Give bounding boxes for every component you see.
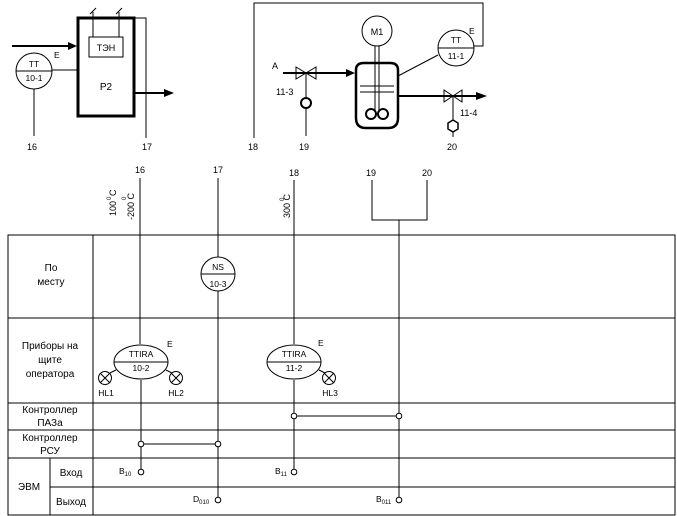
terminal-b011 (395, 496, 403, 504)
top-num-16: 16 (27, 142, 37, 152)
reactor-vessel (354, 61, 400, 130)
top-num-18: 18 (248, 142, 258, 152)
range-18: 300 C (282, 193, 292, 218)
range-18-deg: 0 (280, 197, 286, 201)
lamp-hl3-label: HL3 (322, 388, 338, 398)
terminal-b10 (137, 468, 145, 476)
heater-label: ТЭН (97, 43, 115, 53)
reactor-section: A 11-3 M1 11-4 TT 11-1 E (253, 2, 487, 138)
signal-b011: B011 (376, 494, 392, 506)
range-16-low: 100 (108, 201, 118, 216)
signal-b11: B11 (275, 466, 288, 478)
mid-num-20: 20 (422, 168, 432, 178)
ns-tag: NS (212, 262, 224, 272)
ttira-11-2: TTIRA 11-2 E (266, 338, 326, 380)
svg-text:C: C (108, 189, 118, 196)
tt-10-1-num: 10-1 (25, 73, 42, 83)
heater-section: Р2 ТЭН TT 10-1 E (12, 7, 174, 138)
valve-11-3 (295, 66, 307, 80)
vessel-p2 (76, 16, 136, 118)
ttira-1-tag: TTIRA (129, 349, 154, 359)
ttira-1-mark: E (167, 339, 173, 349)
valve-11-3-label: 11-3 (276, 87, 293, 97)
top-num-20: 20 (447, 142, 457, 152)
top-num-19: 19 (299, 142, 309, 152)
ttira-2-tag: TTIRA (282, 349, 307, 359)
junction-paz-294 (290, 412, 298, 420)
range-16-high: -200 C (126, 192, 136, 220)
mid-num-18: 18 (289, 168, 299, 178)
tt-11-1-num: 11-1 (448, 51, 465, 61)
tt-11-1-mark: E (469, 26, 475, 36)
ns-10-3: NS 10-3 (200, 256, 236, 292)
tt-10-1-tag: TT (29, 59, 39, 69)
vessel-p2-label: Р2 (100, 82, 113, 93)
mid-line-numbers: 16 17 18 19 20 (135, 165, 432, 178)
motor-label: M1 (371, 27, 384, 37)
ttira-2-mark: E (318, 338, 324, 348)
mid-num-17: 17 (213, 165, 223, 175)
row-label-in: Вход (60, 468, 83, 479)
ttira-1-num: 10-2 (132, 363, 149, 373)
heater-element (88, 36, 124, 58)
lamp-hl2: HL2 (168, 371, 184, 398)
junction-paz-399 (395, 412, 403, 420)
row-label-out: Выход (56, 497, 86, 508)
lamp-hl1: HL1 (98, 371, 114, 398)
lamp-hl2-label: HL2 (168, 388, 184, 398)
valve-11-4-label: 11-4 (460, 108, 477, 118)
range-16-high-deg: 0 (122, 196, 128, 200)
bracket-19-20 (371, 180, 428, 221)
row-label-evm: ЭВМ (18, 482, 40, 493)
tt-10-1-mark: E (54, 50, 60, 60)
top-num-17: 17 (142, 142, 152, 152)
mid-num-19: 19 (366, 168, 376, 178)
mid-num-16: 16 (135, 165, 145, 175)
instrument-table (7, 234, 676, 516)
motor-m1 (361, 15, 393, 47)
terminal-d010 (214, 496, 222, 504)
signal-b10: B10 (119, 466, 132, 478)
actuator-11-4 (447, 119, 459, 133)
top-line-numbers: 16 17 18 19 20 (27, 142, 457, 152)
ns-num: 10-3 (209, 279, 226, 289)
valve-11-4 (443, 89, 454, 103)
ttira-10-2: TTIRA 10-2 E (109, 339, 173, 380)
lamp-hl3: HL3 (322, 371, 338, 398)
tt-11-1-tag: TT (451, 35, 461, 45)
range-labels: 100 0 C -200 C 0 300 C 0 (107, 189, 292, 220)
junctions (137, 412, 403, 504)
feed-label: A (272, 61, 278, 71)
signal-d010: D010 (193, 494, 210, 506)
junction-rsu-141 (137, 440, 145, 448)
terminal-b11 (290, 468, 298, 476)
signal-lines (139, 178, 400, 498)
range-16-low-deg: 0 (107, 196, 113, 200)
lamp-hl1-label: HL1 (98, 388, 114, 398)
junction-rsu-218 (214, 440, 222, 448)
actuator-11-3 (300, 97, 312, 109)
ttira-2-num: 11-2 (286, 363, 303, 373)
